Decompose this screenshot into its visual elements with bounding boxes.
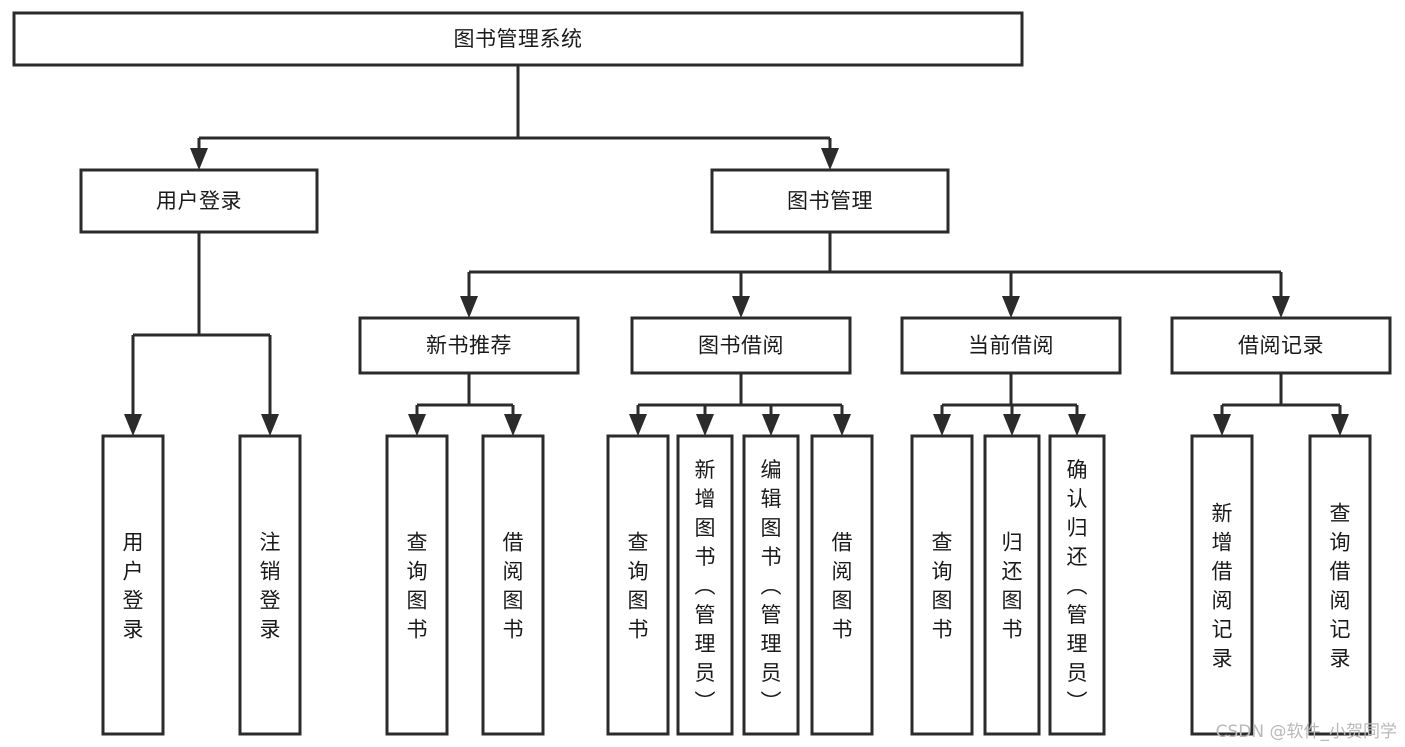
node-label-leaf-return-book: 归还图书 — [1002, 531, 1023, 642]
arrow-head-icon — [732, 296, 750, 318]
node-box-leaf-query-book-1[interactable] — [385, 434, 449, 736]
node-label-leaf-query-record: 查询借阅记录 — [1330, 502, 1351, 671]
node-box-leaf-query-book-3[interactable] — [910, 434, 974, 736]
arrow-head-icon — [408, 414, 426, 436]
node-box-leaf-add-record[interactable] — [1190, 434, 1254, 736]
arrow-head-icon — [1003, 414, 1021, 436]
arrow-head-icon — [933, 414, 951, 436]
node-label-leaf-add-record: 新增借阅记录 — [1212, 502, 1233, 671]
node-label-book-manage: 图书管理 — [787, 189, 873, 213]
node-label-borrow-record: 借阅记录 — [1238, 334, 1324, 358]
node-box-leaf-borrow-book-2[interactable] — [810, 434, 874, 736]
node-box-book-borrow[interactable] — [630, 316, 852, 375]
node-box-user-login[interactable] — [79, 168, 319, 234]
node-label-leaf-borrow-book-1: 借阅图书 — [503, 531, 524, 642]
arrow-head-icon — [1068, 414, 1086, 436]
node-box-leaf-borrow-book-1[interactable] — [481, 434, 545, 736]
node-box-new-book-rec[interactable] — [358, 316, 580, 375]
node-label-leaf-confirm-return: 确认归还︵管理员︶ — [1067, 458, 1088, 714]
arrow-head-icon — [1331, 414, 1349, 436]
node-label-user-login: 用户登录 — [156, 189, 242, 213]
node-label-leaf-query-book-3: 查询图书 — [932, 531, 953, 642]
node-box-current-borrow[interactable] — [900, 316, 1122, 375]
node-box-leaf-query-book-2[interactable] — [606, 434, 670, 736]
node-label-leaf-query-book-2: 查询图书 — [628, 531, 649, 642]
node-box-leaf-add-book[interactable] — [676, 434, 734, 736]
node-box-book-manage[interactable] — [710, 168, 950, 234]
node-label-leaf-query-book-1: 查询图书 — [407, 531, 428, 642]
watermark-label: CSDN @软件_小贺同学 — [1215, 722, 1397, 742]
node-box-root[interactable] — [12, 11, 1024, 67]
node-label-leaf-edit-book: 编辑图书︵管理员︶ — [761, 458, 782, 714]
node-box-leaf-query-record[interactable] — [1308, 434, 1372, 736]
node-label-book-borrow: 图书借阅 — [698, 334, 784, 358]
node-box-borrow-record[interactable] — [1170, 316, 1392, 375]
node-box-leaf-user-login[interactable] — [101, 434, 165, 736]
arrow-head-icon — [1213, 414, 1231, 436]
node-label-root: 图书管理系统 — [454, 27, 583, 51]
arrow-head-icon — [1272, 296, 1290, 318]
node-box-leaf-return-book[interactable] — [983, 434, 1041, 736]
arrow-head-icon — [460, 296, 478, 318]
node-label-current-borrow: 当前借阅 — [968, 334, 1054, 358]
arrow-head-icon — [504, 414, 522, 436]
node-label-leaf-borrow-book-2: 借阅图书 — [832, 531, 853, 642]
node-label-new-book-rec: 新书推荐 — [426, 334, 512, 358]
node-label-leaf-user-login: 用户登录 — [123, 531, 144, 642]
arrow-head-icon — [696, 414, 714, 436]
arrow-head-icon — [821, 148, 839, 170]
node-box-leaf-confirm-return[interactable] — [1048, 434, 1106, 736]
arrow-head-icon — [124, 414, 142, 436]
arrow-head-icon — [190, 148, 208, 170]
node-label-leaf-add-book: 新增图书︵管理员︶ — [695, 458, 716, 714]
arrow-head-icon — [1002, 296, 1020, 318]
arrow-head-icon — [833, 414, 851, 436]
arrow-head-icon — [261, 414, 279, 436]
arrow-head-icon — [762, 414, 780, 436]
node-box-leaf-edit-book[interactable] — [742, 434, 800, 736]
node-box-leaf-logout[interactable] — [238, 434, 302, 736]
node-label-leaf-logout: 注销登录 — [260, 531, 281, 642]
arrow-head-icon — [629, 414, 647, 436]
